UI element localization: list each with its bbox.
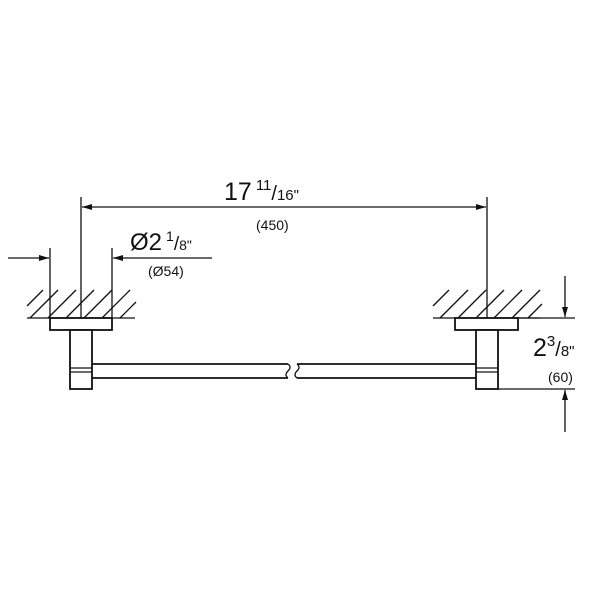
left-bracket xyxy=(49,317,113,390)
projection-metric: (60) xyxy=(548,369,573,385)
diameter-metric: (Ø54) xyxy=(148,263,184,279)
towel-bar xyxy=(92,363,476,379)
right-bracket xyxy=(454,317,519,390)
length-metric: (450) xyxy=(256,217,289,233)
projection-label: 23/8" xyxy=(533,333,574,362)
projection-dimension: 23/8" (60) xyxy=(498,276,575,432)
